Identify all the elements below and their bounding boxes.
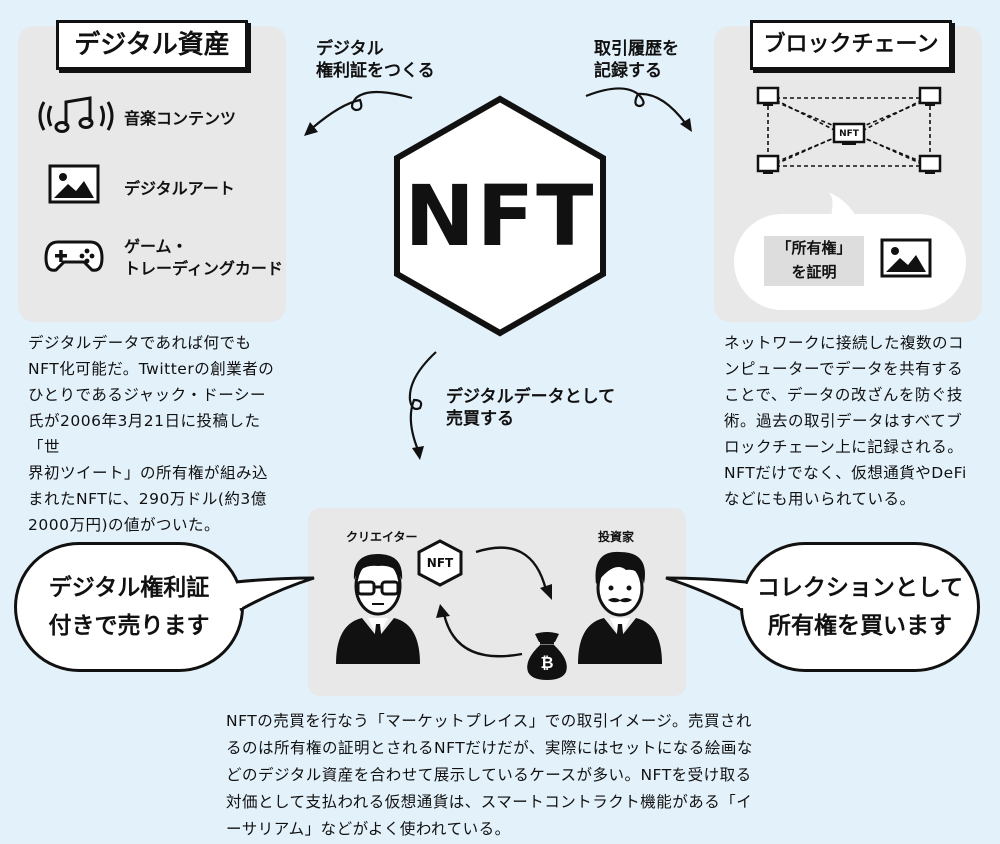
arrow-to-assets xyxy=(304,90,413,136)
arrow-label-trade: デジタルデータとして 売買する xyxy=(446,386,615,430)
speech-line: デジタル権利証 xyxy=(48,575,210,601)
arrow-label-line: 記録する xyxy=(594,61,662,81)
creator-speech-text: デジタル権利証 付きで売ります xyxy=(14,569,244,645)
caption-line: NFTだけでなく、仮想通貨やDeFi xyxy=(724,464,967,482)
caption-line: ひとりであるジャック・ドーシー xyxy=(28,386,266,404)
money-bag-icon xyxy=(527,632,567,680)
arrow-label-record: 取引履歴を 記録する xyxy=(594,38,679,82)
asset-label-game-line2: トレーディングカード xyxy=(124,259,283,278)
marketplace-caption: NFTの売買を行なう「マーケットプレイス」での取引イメージ。売買され るのは所有… xyxy=(226,708,786,843)
caption-line: ロックチェーン上に記録される。 xyxy=(724,438,964,456)
speech-line: 付きで売ります xyxy=(48,613,210,639)
arrow-label-line: 取引履歴を xyxy=(594,39,679,59)
asset-label-art: デジタルアート xyxy=(124,179,235,198)
creator-speech-tail xyxy=(232,576,315,612)
game-controller-icon xyxy=(44,240,104,272)
caption-line: 対価として支払われる仮想通貨は、スマートコントラクト機能がある「イ xyxy=(226,793,753,811)
investor-speech-tail xyxy=(665,576,750,612)
blockchain-node-nft-label: NFT xyxy=(839,129,859,139)
bubble-tail xyxy=(828,192,858,220)
image-icon xyxy=(880,238,932,278)
asset-label-game: ゲーム・ トレーディングカード xyxy=(124,236,283,280)
assets-caption: デジタルデータであれば何でも NFT化可能だ。Twitterの創業者の ひとりで… xyxy=(28,330,290,538)
nft-badge-icon xyxy=(417,539,463,587)
blockchain-title: ブロックチェーン xyxy=(750,20,952,70)
arrow-to-market xyxy=(408,351,437,460)
investor-avatar xyxy=(578,551,662,664)
caption-line: 氏が2006年3月21日に投稿した「世 xyxy=(28,412,261,456)
nft-hexagon-label: NFT xyxy=(404,167,596,265)
caption-line: などにも用いられている。 xyxy=(724,490,916,508)
caption-line: ネットワークに接続した複数のコ xyxy=(724,334,965,352)
asset-label-game-line1: ゲーム・ xyxy=(124,237,188,256)
blockchain-caption: ネットワークに接続した複数のコ ンピューターでデータを共有する ことで、データの… xyxy=(724,330,994,512)
caption-line: 術。過去の取引データはすべてブ xyxy=(724,412,963,430)
caption-line: ンピューターでデータを共有する xyxy=(724,360,964,378)
arrow-label-line: デジタルデータとして xyxy=(446,387,616,407)
bitcoin-symbol: ₿ xyxy=(540,653,554,672)
arrow-to-blockchain xyxy=(585,87,692,132)
caption-line: デジタルデータであれば何でも xyxy=(28,334,252,352)
investor-label: 投資家 xyxy=(598,530,635,544)
proof-line: 「所有権」 xyxy=(776,239,852,257)
blockchain-network-diagram xyxy=(756,86,942,174)
caption-line: 2000万円)の値がついた。 xyxy=(28,516,220,534)
exchange-cycle-arrows xyxy=(436,546,552,658)
caption-line: まれたNFTに、290万ドル(約3億 xyxy=(28,490,267,508)
nft-hexagon xyxy=(394,95,606,337)
caption-line: NFT化可能だ。Twitterの創業者の xyxy=(28,360,275,378)
arrow-label-line: 権利証をつくる xyxy=(316,61,435,81)
caption-line: NFTの売買を行なう「マーケットプレイス」での取引イメージ。売買され xyxy=(226,712,752,730)
investor-speech-text: コレクションとして 所有権を買います xyxy=(740,569,980,645)
creator-avatar xyxy=(336,554,420,664)
creator-label: クリエイター xyxy=(346,530,418,544)
nft-badge-label: NFT xyxy=(426,556,454,570)
speech-line: 所有権を買います xyxy=(768,613,952,639)
arrow-label-create: デジタル 権利証をつくる xyxy=(316,38,435,82)
arrow-label-line: デジタル xyxy=(316,39,384,59)
speech-line: コレクションとして xyxy=(756,575,964,601)
ownership-proof-label: 「所有権」 を証明 xyxy=(764,236,864,286)
caption-line: ことで、データの改ざんを防ぐ技 xyxy=(724,386,963,404)
arrow-label-line: 売買する xyxy=(446,409,514,429)
caption-line: 界初ツイート」の所有権が組み込 xyxy=(28,464,269,482)
image-icon xyxy=(48,164,100,204)
caption-line: どのデジタル資産を合わせて展示しているケースが多い。NFTを受け取る xyxy=(226,766,752,784)
digital-assets-title: デジタル資産 xyxy=(56,20,248,70)
caption-line: るのは所有権の証明とされるNFTだけだが、実際にはセットになる絵画な xyxy=(226,739,753,757)
creator-speech-bubble xyxy=(14,542,244,672)
asset-label-music: 音楽コンテンツ xyxy=(124,109,237,128)
caption-line: ーサリアム」などがよく使われている。 xyxy=(226,820,511,838)
proof-line: を証明 xyxy=(791,263,837,281)
music-icon xyxy=(38,96,114,133)
